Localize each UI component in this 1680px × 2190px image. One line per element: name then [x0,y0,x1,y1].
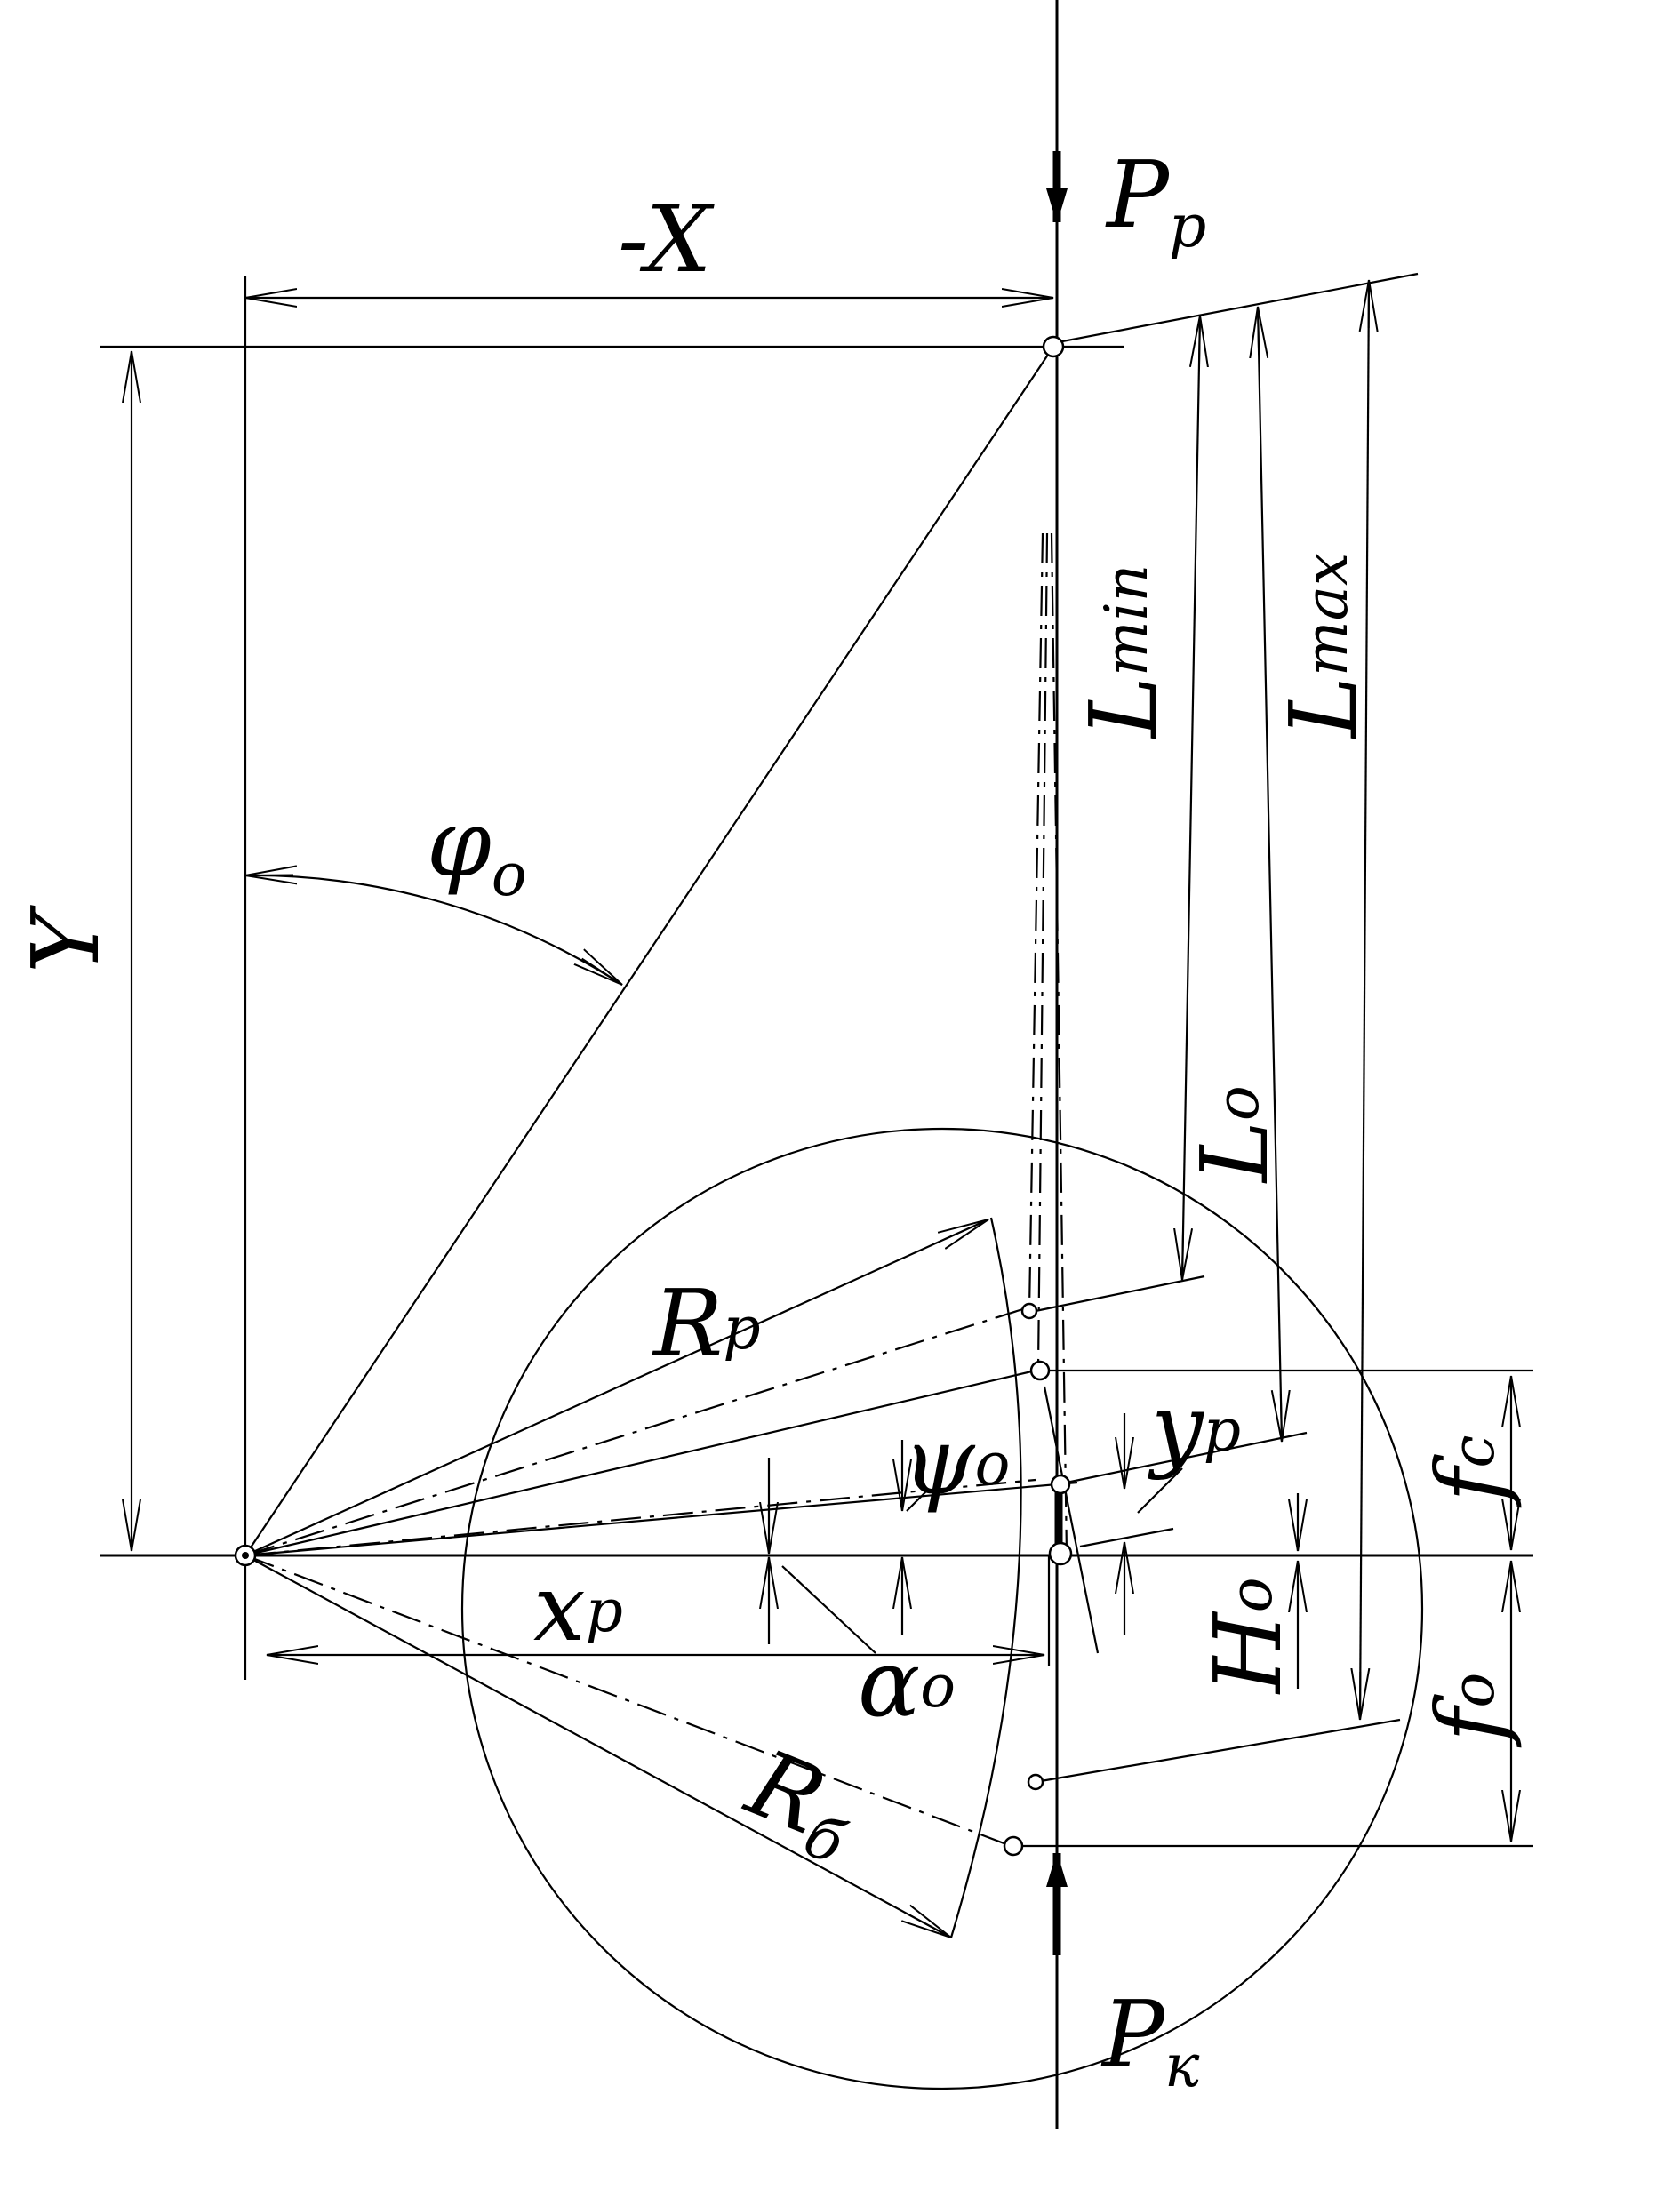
joint-point-1 [1020,1302,1038,1320]
ray-upper-dash-2 [244,1478,1036,1557]
joint-point-6 [1003,1835,1024,1857]
alpha-leader [781,1565,876,1654]
joint-point-3 [1050,1474,1071,1495]
pivot-point-inner [242,1552,249,1559]
label-r-p: Rp [652,1269,761,1378]
lmin-lower-extension [1035,1275,1205,1313]
psi-leader [906,1488,930,1512]
label-l-o: Lo [1180,1085,1289,1184]
label-y: Y [12,905,120,973]
joint-point-4 [1048,1541,1073,1566]
label-neg-x: -X [618,185,715,293]
label-l-max: Lmax [1269,553,1378,739]
radius-rb-line [244,1555,951,1938]
main-circle [460,1127,1424,2090]
lmax-dimension [1360,280,1369,1720]
ray-upper-2 [244,1481,1078,1557]
joint-point-2 [1029,1360,1051,1381]
top-incline-line [1057,272,1419,344]
rod-position-1 [1028,532,1044,1312]
label-l-min: Lmin [1069,564,1178,739]
rod-position-2 [1036,532,1049,1370]
label-f-c: fc [1416,1435,1524,1508]
label-psi-o: ψo [902,1407,1010,1515]
label-phi-o: φo [427,789,527,909]
label-r-b: Rб [729,1728,873,1878]
label-h-o: Ho [1194,1578,1302,1695]
ray-upper-dash [244,1305,1032,1557]
label-pk: Pк [1100,1980,1200,2100]
yp-leader [1137,1467,1183,1514]
label-y-p: yp [1148,1373,1241,1482]
label-x-p: xp [533,1554,623,1662]
joint-point-5 [1027,1773,1044,1791]
arm-line [244,346,1054,1556]
joint-path-arc [949,1217,1022,1938]
fo-lower-extension [1035,1718,1401,1784]
yp-extension [1079,1527,1174,1548]
rod-tangent [1043,1386,1100,1654]
rod-position-3 [1050,532,1068,1556]
ray-upper-1 [244,1369,1036,1557]
lo-dimension [1258,307,1282,1442]
label-pp: Pp [1105,140,1206,260]
label-f-o: fo [1416,1673,1524,1748]
ray-lower-dash [244,1554,1014,1849]
label-alpha-o: αo [858,1629,956,1738]
radius-rp-line [244,1218,988,1557]
lmin-dimension [1182,316,1200,1280]
upper-joint-point [1042,335,1065,358]
phi-arc [245,875,622,986]
